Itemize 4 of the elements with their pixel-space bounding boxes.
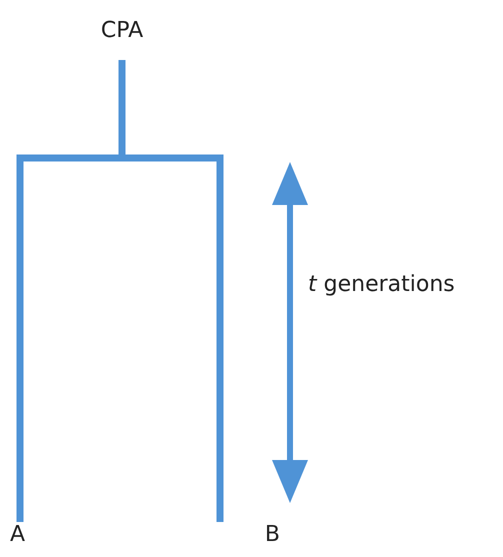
node-label: CPA (82, 18, 162, 60)
node-label: A (10, 522, 40, 552)
dimension-label: t generations (308, 272, 455, 297)
node-label: B (210, 522, 280, 552)
